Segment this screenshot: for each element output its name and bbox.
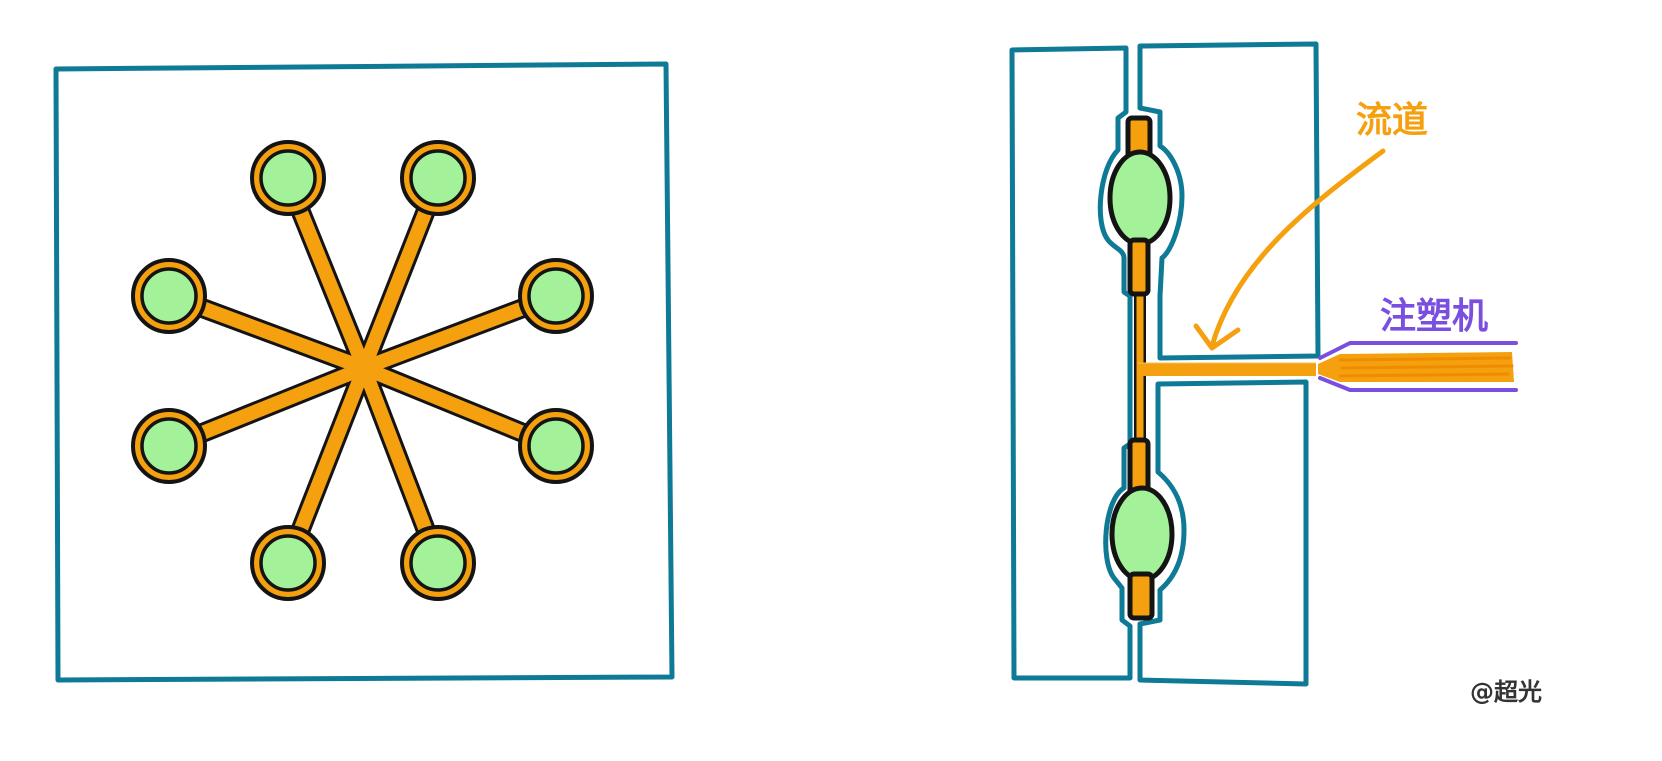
molded-part <box>140 267 198 325</box>
mold-plate-outline <box>53 61 675 683</box>
arrow-head-icon <box>1193 323 1241 351</box>
molded-part <box>259 149 317 207</box>
mold-half-moving-upper <box>1137 41 1321 361</box>
mold-side-view <box>1009 41 1518 687</box>
molded-part <box>527 267 585 325</box>
ellipse-part-icon <box>1109 485 1175 583</box>
cavity <box>400 140 476 216</box>
part-gate-bottom <box>1127 237 1151 297</box>
runner-spokes <box>160 170 565 572</box>
sprue-channel <box>1138 363 1316 376</box>
cavity <box>400 525 476 601</box>
molded-part-upper <box>1107 115 1173 297</box>
molded-part <box>259 534 317 592</box>
nozzle-outline-bottom <box>1318 376 1518 392</box>
molded-part <box>409 149 467 207</box>
molded-part-lower <box>1109 437 1175 621</box>
cavity <box>131 258 207 334</box>
mold-half-fixed <box>1009 45 1133 681</box>
cavity <box>518 258 594 334</box>
author-credit: @超光 <box>1470 678 1542 706</box>
mold-half-moving-lower <box>1137 379 1309 687</box>
cavity <box>250 140 326 216</box>
molded-part <box>140 417 198 475</box>
molded-part <box>527 417 585 475</box>
machine-label: 注塑机 <box>1380 296 1488 337</box>
runner-arrow <box>1193 148 1386 351</box>
mold-top-view <box>53 61 675 683</box>
injection-machine <box>1318 341 1518 392</box>
cavity <box>131 408 207 484</box>
sprue-center <box>353 357 375 379</box>
runner-label: 流道 <box>1356 100 1428 141</box>
cavity <box>518 408 594 484</box>
plastic-melt-scribble <box>1338 356 1514 378</box>
cavity <box>250 525 326 601</box>
nozzle-outline-top <box>1318 341 1518 360</box>
part-gate-bottom <box>1127 571 1155 621</box>
cavities <box>131 140 594 601</box>
molded-part <box>409 534 467 592</box>
ellipse-part-icon <box>1107 149 1173 247</box>
arrow-curve <box>1209 148 1386 349</box>
